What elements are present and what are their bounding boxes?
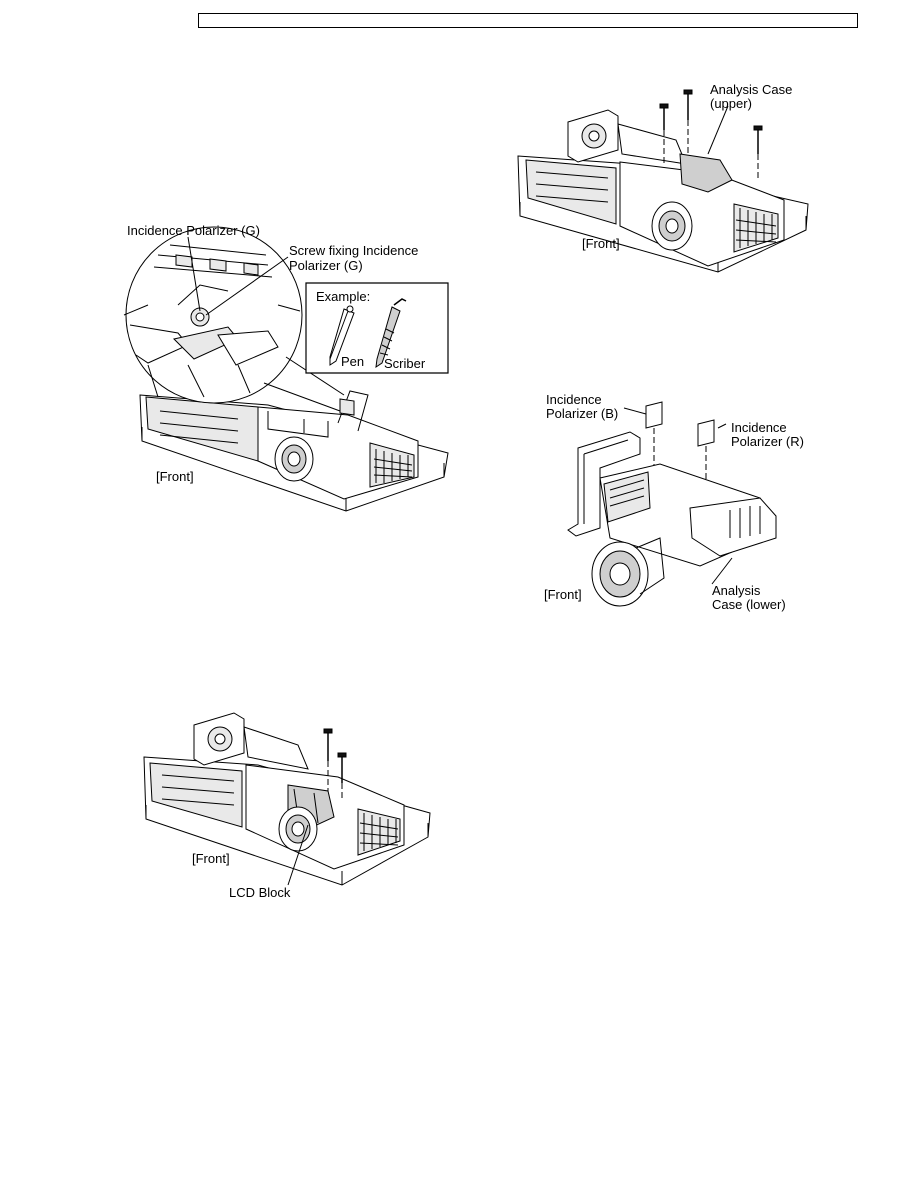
label-analysis-case-line1: Analysis Case <box>710 82 793 97</box>
projector-illustration-fig1 <box>123 226 449 512</box>
label-analysis-case-line2: (upper) <box>710 96 752 111</box>
label-front: [Front] <box>156 469 194 484</box>
label-front: [Front] <box>192 851 230 866</box>
label-analysis-case-lower-line1: Analysis <box>712 583 761 598</box>
label-incidence-polarizer-g: Incidence Polarizer (G) <box>127 223 260 238</box>
figure-incidence-polarizer-b-r: Incidence Polarizer (B) Incidence Polari… <box>540 388 820 618</box>
label-lcd-block: LCD Block <box>229 885 291 900</box>
header-bar <box>198 13 858 28</box>
label-analysis-case-lower-line2: Case (lower) <box>712 597 786 612</box>
label-polarizer-r-line1: Incidence <box>731 420 787 435</box>
figure-lcd-block: [Front] LCD Block <box>138 705 438 905</box>
label-polarizer-b-line1: Incidence <box>546 392 602 407</box>
figure-incidence-polarizer-g: Incidence Polarizer (G) Screw fixing Inc… <box>118 215 458 515</box>
projector-illustration-fig2 <box>143 712 431 886</box>
label-scriber: Scriber <box>384 356 426 371</box>
lcd-block-illustration-fig4 <box>567 401 777 607</box>
label-front: [Front] <box>582 236 620 251</box>
label-polarizer-b-line2: Polarizer (B) <box>546 406 619 421</box>
label-example: Example: <box>316 289 371 304</box>
figure-analysis-case-upper: Analysis Case (upper) [Front] <box>512 80 812 275</box>
projector-illustration-fig3 <box>517 89 809 273</box>
label-front: [Front] <box>544 587 582 602</box>
label-pen: Pen <box>341 354 365 369</box>
label-screw-fixing-line2: Polarizer (G) <box>289 258 363 273</box>
label-screw-fixing-line1: Screw fixing Incidence <box>289 243 419 258</box>
label-polarizer-r-line2: Polarizer (R) <box>731 434 804 449</box>
